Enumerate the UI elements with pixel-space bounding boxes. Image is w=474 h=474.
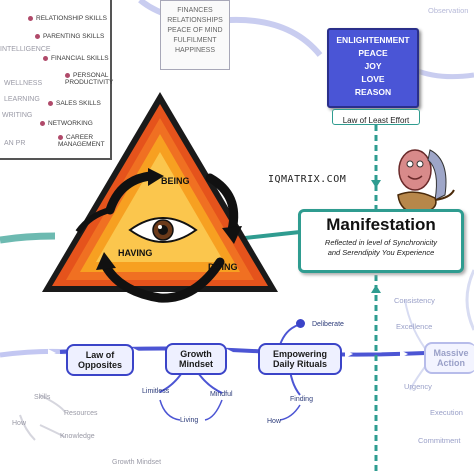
resources-faded: Resources xyxy=(64,410,98,417)
value-item: FULFILMENT xyxy=(173,37,217,44)
bullet-icon xyxy=(43,55,48,61)
love-label: LOVE xyxy=(361,74,385,84)
law-of-least-effort[interactable]: Law of Least Effort xyxy=(332,109,420,125)
node-line: Growth xyxy=(180,349,212,359)
manifestation-subtitle-1: Reflected in level of Synchronicity xyxy=(324,238,438,247)
excellence-faded: Excellence xyxy=(396,322,433,331)
deliberate-node[interactable]: Deliberate xyxy=(312,321,344,328)
reason-label: REASON xyxy=(354,87,392,97)
triangle-having: HAVING xyxy=(118,248,153,258)
consistency-faded: Consistency xyxy=(394,296,435,305)
node-line: Massive xyxy=(433,348,469,358)
skill-financial[interactable]: FINANCIAL SKILLS xyxy=(43,55,109,62)
bullet-icon xyxy=(58,134,63,140)
joy-label: JOY xyxy=(364,61,382,71)
faded-learning: LEARNING xyxy=(4,96,40,103)
node-line: Daily Rituals xyxy=(272,359,328,369)
peace-label: PEACE xyxy=(358,48,388,58)
growth-mindset-faded: Growth Mindset xyxy=(112,459,162,466)
skill-label: RELATIONSHIP SKILLS xyxy=(36,15,107,22)
finding-node[interactable]: Finding xyxy=(290,396,313,403)
mindful-node[interactable]: Mindful xyxy=(210,391,233,398)
observation-faded: Observation xyxy=(428,6,469,15)
faded-wellness: WELLNESS xyxy=(4,80,43,87)
value-item: FINANCES xyxy=(177,7,213,14)
watermark: IQMATRIX.COM xyxy=(268,174,347,185)
deliberate-icon xyxy=(296,319,305,328)
limitless-node[interactable]: Limitless xyxy=(142,388,170,395)
skill-career[interactable]: CAREER MANAGEMENT xyxy=(58,134,108,148)
execution-faded: Execution xyxy=(430,408,463,417)
law-label: Law of Least Effort xyxy=(342,116,410,125)
bullet-icon xyxy=(35,33,40,39)
faded-an-pr: AN PR xyxy=(4,140,26,147)
skill-parenting[interactable]: PARENTING SKILLS xyxy=(35,33,104,40)
triangle-doing: DOING xyxy=(208,262,238,272)
node-line: Empowering xyxy=(272,349,327,359)
how-faded: How xyxy=(12,420,27,427)
living-node[interactable]: Living xyxy=(180,417,199,424)
skill-networking[interactable]: NETWORKING xyxy=(40,120,93,127)
bullet-icon xyxy=(65,72,70,78)
skill-label: NETWORKING xyxy=(48,120,93,127)
enlightenment-box[interactable]: ENLIGHTENMENT PEACE JOY LOVE REASON xyxy=(327,28,419,108)
manifestation-subtitle-2: and Serendipity You Experience xyxy=(327,248,435,257)
bullet-icon xyxy=(48,100,53,106)
node-line: Opposites xyxy=(77,360,122,370)
triangle-being: BEING xyxy=(161,176,190,186)
skill-relationship[interactable]: RELATIONSHIP SKILLS xyxy=(28,15,107,22)
empowering-node[interactable]: Empowering Daily Rituals xyxy=(258,343,342,375)
law-of-opposites-node[interactable]: Law of Opposites xyxy=(66,344,134,376)
skill-productivity[interactable]: PERSONAL PRODUCTIVITY xyxy=(65,72,114,86)
faded-intelligence: INTELLIGENCE xyxy=(0,46,51,53)
skill-label: SALES SKILLS xyxy=(56,100,101,107)
value-item: PEACE OF MIND xyxy=(167,27,223,34)
growth-mindset-node[interactable]: Growth Mindset xyxy=(165,343,227,375)
eye-icon xyxy=(128,217,198,243)
enlightenment-label: ENLIGHTENMENT xyxy=(336,35,410,45)
node-line: Mindset xyxy=(178,359,213,369)
skill-label: FINANCIAL SKILLS xyxy=(51,55,109,62)
value-item: HAPPINESS xyxy=(174,47,216,54)
skill-label: PARENTING SKILLS xyxy=(43,33,105,40)
skill-label: CAREER MANAGEMENT xyxy=(58,134,105,148)
urgency-faded: Urgency xyxy=(404,382,432,391)
faded-writing: WRITING xyxy=(2,112,33,119)
manifestation-title: Manifestation xyxy=(326,215,436,234)
knowledge-faded: Knowledge xyxy=(60,433,95,440)
massive-action-node[interactable]: Massive Action xyxy=(424,342,474,374)
genie-lamp-icon xyxy=(397,149,455,215)
how-node[interactable]: How xyxy=(267,418,282,425)
commitment-faded: Commitment xyxy=(418,436,461,445)
bullet-icon xyxy=(40,120,45,126)
value-item: RELATIONSHIPS xyxy=(167,17,223,24)
manifestation-box[interactable]: Manifestation Reflected in level of Sync… xyxy=(298,209,464,273)
skill-sales[interactable]: SALES SKILLS xyxy=(48,100,101,107)
values-box: FINANCES RELATIONSHIPS PEACE OF MIND FUL… xyxy=(160,0,230,70)
node-line: Law of xyxy=(85,350,115,360)
bullet-icon xyxy=(28,15,33,21)
node-line: Action xyxy=(437,358,465,368)
skills-faded: Skills xyxy=(34,394,51,401)
skills-panel xyxy=(0,0,112,160)
skill-label: PERSONAL PRODUCTIVITY xyxy=(65,72,114,86)
